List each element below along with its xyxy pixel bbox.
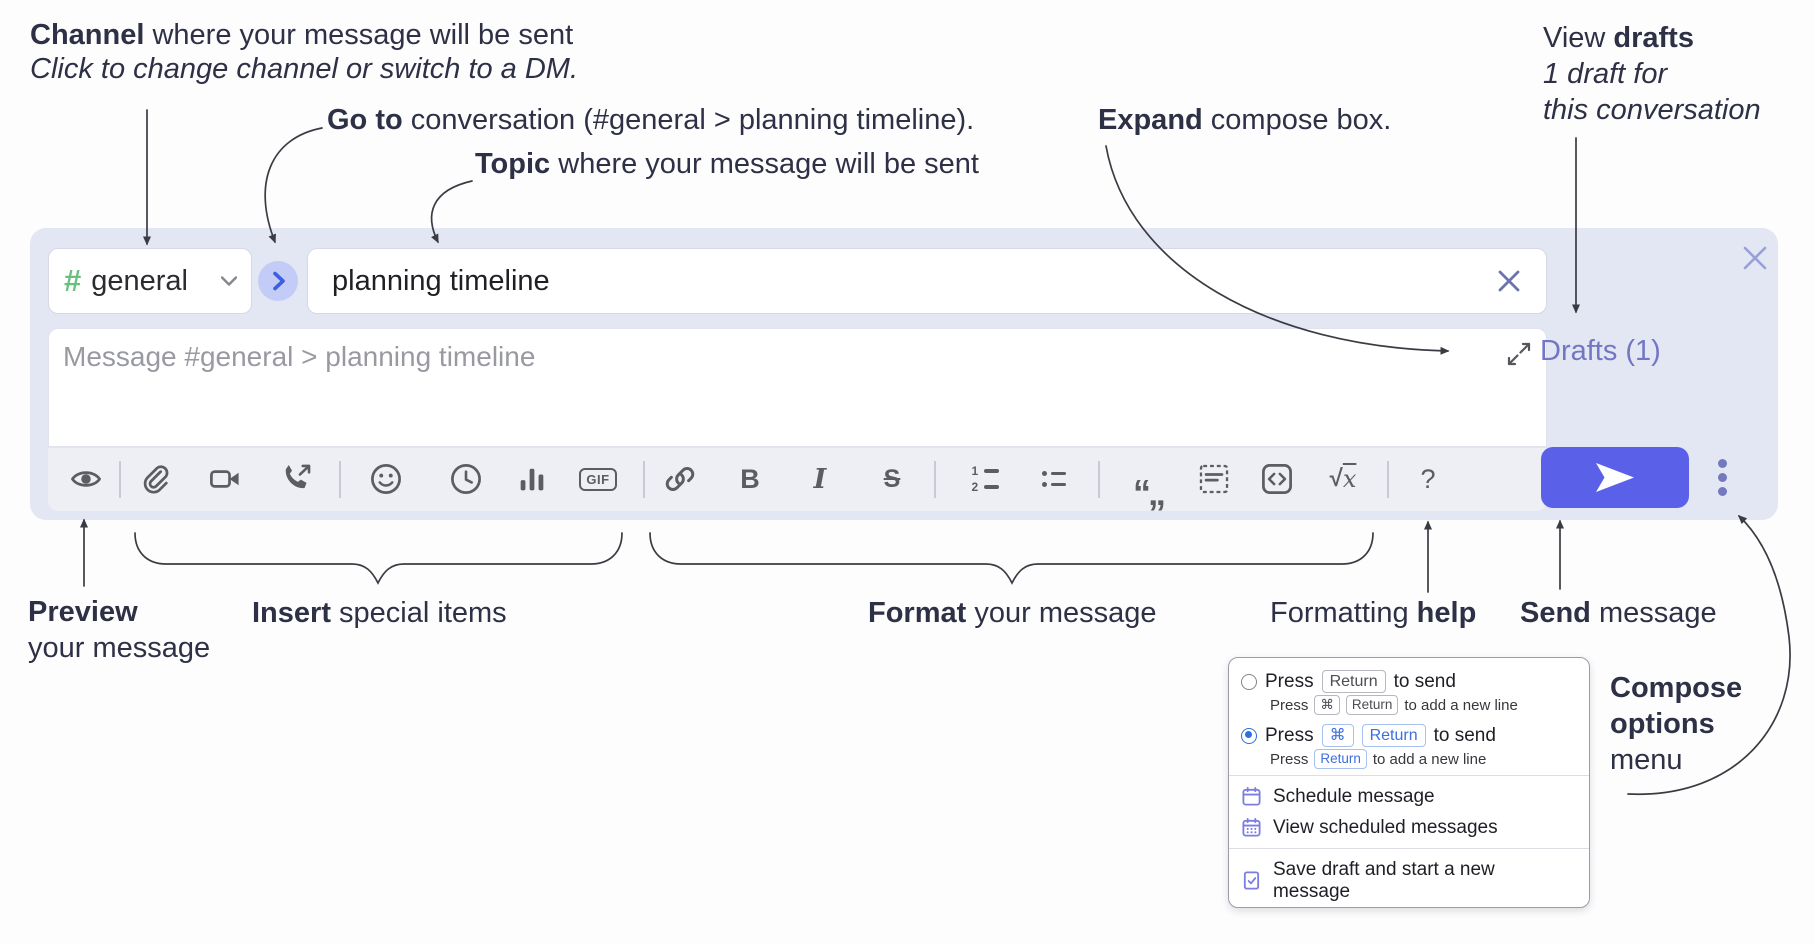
radio-unselected-icon[interactable] [1241,673,1257,690]
channel-selector[interactable]: # general [48,248,252,314]
bulleted-list-icon[interactable] [1036,462,1070,496]
toolbar-divider [643,461,645,498]
quote-icon[interactable]: “„ [1133,472,1166,513]
link-icon[interactable] [663,462,697,496]
bold-icon[interactable]: B [740,463,760,494]
arrow-goto [264,127,323,244]
note-channel: Channel where your message will be sent … [30,19,579,85]
note-insert: Insert special items [252,597,507,629]
add-poll-icon[interactable] [515,462,549,496]
note-compose-options: Compose options menu [1610,672,1743,776]
send-on-cmd-enter-option[interactable]: Press ⌘ Return to send [1229,721,1589,749]
toolbar-divider [1098,461,1100,498]
clear-topic-button[interactable] [1496,268,1522,294]
math-icon[interactable]: √x [1329,465,1357,493]
note-goto: Go to conversation (#general > planning … [327,104,975,136]
drafts-link[interactable]: Drafts (1) [1540,335,1661,367]
note-format: Format your message [868,597,1157,629]
message-formatting-help-icon[interactable]: ? [1420,463,1436,494]
note-preview: Preview your message [28,596,211,664]
note-formatting-help: Formatting help [1270,597,1477,629]
toolbar-divider [1387,461,1389,498]
italic-icon[interactable]: I [813,463,827,495]
popup-divider [1229,775,1589,776]
topic-value: planning timeline [332,264,550,297]
attach-paperclip-icon[interactable] [138,462,172,496]
send-on-cmd-enter-hint: Press Return to add a new line [1270,749,1487,769]
send-icon [1596,463,1634,492]
message-placeholder: Message #general > planning timeline [63,341,536,372]
emoji-icon[interactable] [369,462,403,496]
code-icon[interactable] [1260,462,1294,496]
send-on-enter-option[interactable]: Press Return to send [1229,667,1589,695]
schedule-message-item[interactable]: Schedule message [1229,781,1589,812]
brace-format [649,532,1374,585]
channel-name: general [91,264,188,297]
send-button[interactable] [1541,447,1689,508]
topic-input[interactable]: planning timeline [307,248,1547,314]
expand-diagonal-icon [1507,342,1531,366]
message-textarea[interactable]: Message #general > planning timeline [48,328,1547,447]
go-to-conversation-button[interactable] [258,261,298,301]
view-scheduled-messages-item[interactable]: View scheduled messages [1229,812,1589,843]
note-topic: Topic where your message will be sent [475,148,979,180]
toolbar-divider [934,461,936,498]
compose-options-popup: Press Return to send Press ⌘ Return to a… [1228,657,1590,908]
spoiler-icon[interactable] [1197,462,1231,496]
close-icon [1743,246,1767,270]
channel-hash-icon: # [64,263,82,298]
compose-toolbar: GIF B I S 1 2 [48,447,1547,511]
close-compose-button[interactable] [1740,243,1770,273]
toolbar-divider [119,461,121,498]
radio-selected-icon[interactable] [1241,727,1257,744]
voice-call-icon[interactable] [279,462,313,496]
send-on-enter-hint: Press ⌘ Return to add a new line [1270,695,1518,715]
popup-divider [1229,848,1589,849]
compose-options-menu-button[interactable] [1718,459,1727,496]
strikethrough-icon[interactable]: S [883,464,901,493]
add-gif-icon[interactable]: GIF [579,462,617,496]
compose-box: # general planning timeline [30,228,1778,520]
close-icon [1498,270,1520,292]
calendar-icon [1242,787,1261,806]
chevron-right-icon [273,271,285,291]
note-view-drafts: View drafts 1 draft for this conversatio… [1543,22,1761,126]
chevron-down-icon [221,276,237,286]
draft-document-check-icon [1243,871,1260,890]
brace-insert [134,532,623,585]
add-global-time-icon[interactable] [449,462,483,496]
note-expand: Expand compose box. [1098,104,1392,136]
note-send: Send message [1520,597,1717,629]
video-call-icon[interactable] [208,462,242,496]
numbered-list-icon[interactable]: 1 2 [968,462,1002,496]
expand-compose-button[interactable] [1506,341,1532,367]
calendar-grid-icon [1242,818,1261,837]
save-draft-item[interactable]: Save draft and start a new message [1229,854,1589,907]
preview-eye-icon[interactable] [69,462,103,496]
toolbar-divider [339,461,341,498]
